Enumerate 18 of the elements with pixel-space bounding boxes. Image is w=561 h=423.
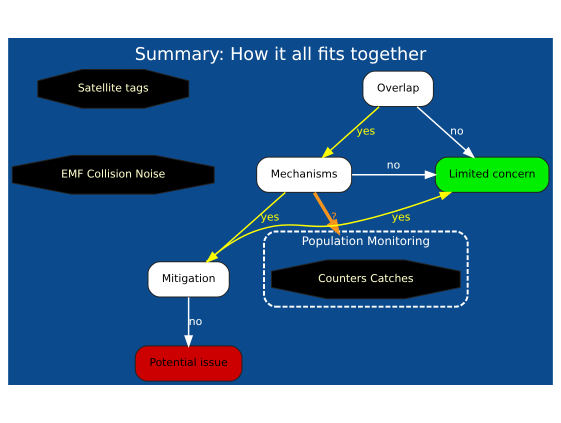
arrow: [416, 106, 476, 159]
arrow: [184, 297, 194, 348]
node-box: Mitigation: [148, 261, 230, 298]
edge-label: no: [450, 124, 464, 138]
edge-label: yes: [392, 210, 410, 224]
edge-label: yes: [260, 210, 280, 224]
node-box: Mechanisms: [256, 156, 352, 193]
edge-label: no: [188, 315, 202, 328]
edge-label: ?: [331, 210, 337, 224]
arrow: [352, 170, 438, 180]
diagram-title: Summary: How it all fits together: [134, 44, 426, 65]
edge-label: no: [386, 158, 400, 172]
node-box: Overlap: [362, 70, 434, 107]
node-box: Limited concern: [434, 156, 550, 193]
arrow: [321, 106, 380, 159]
arrow: [312, 192, 340, 236]
edge-label: yes: [356, 124, 376, 138]
node-box: Potential issue: [134, 345, 242, 382]
